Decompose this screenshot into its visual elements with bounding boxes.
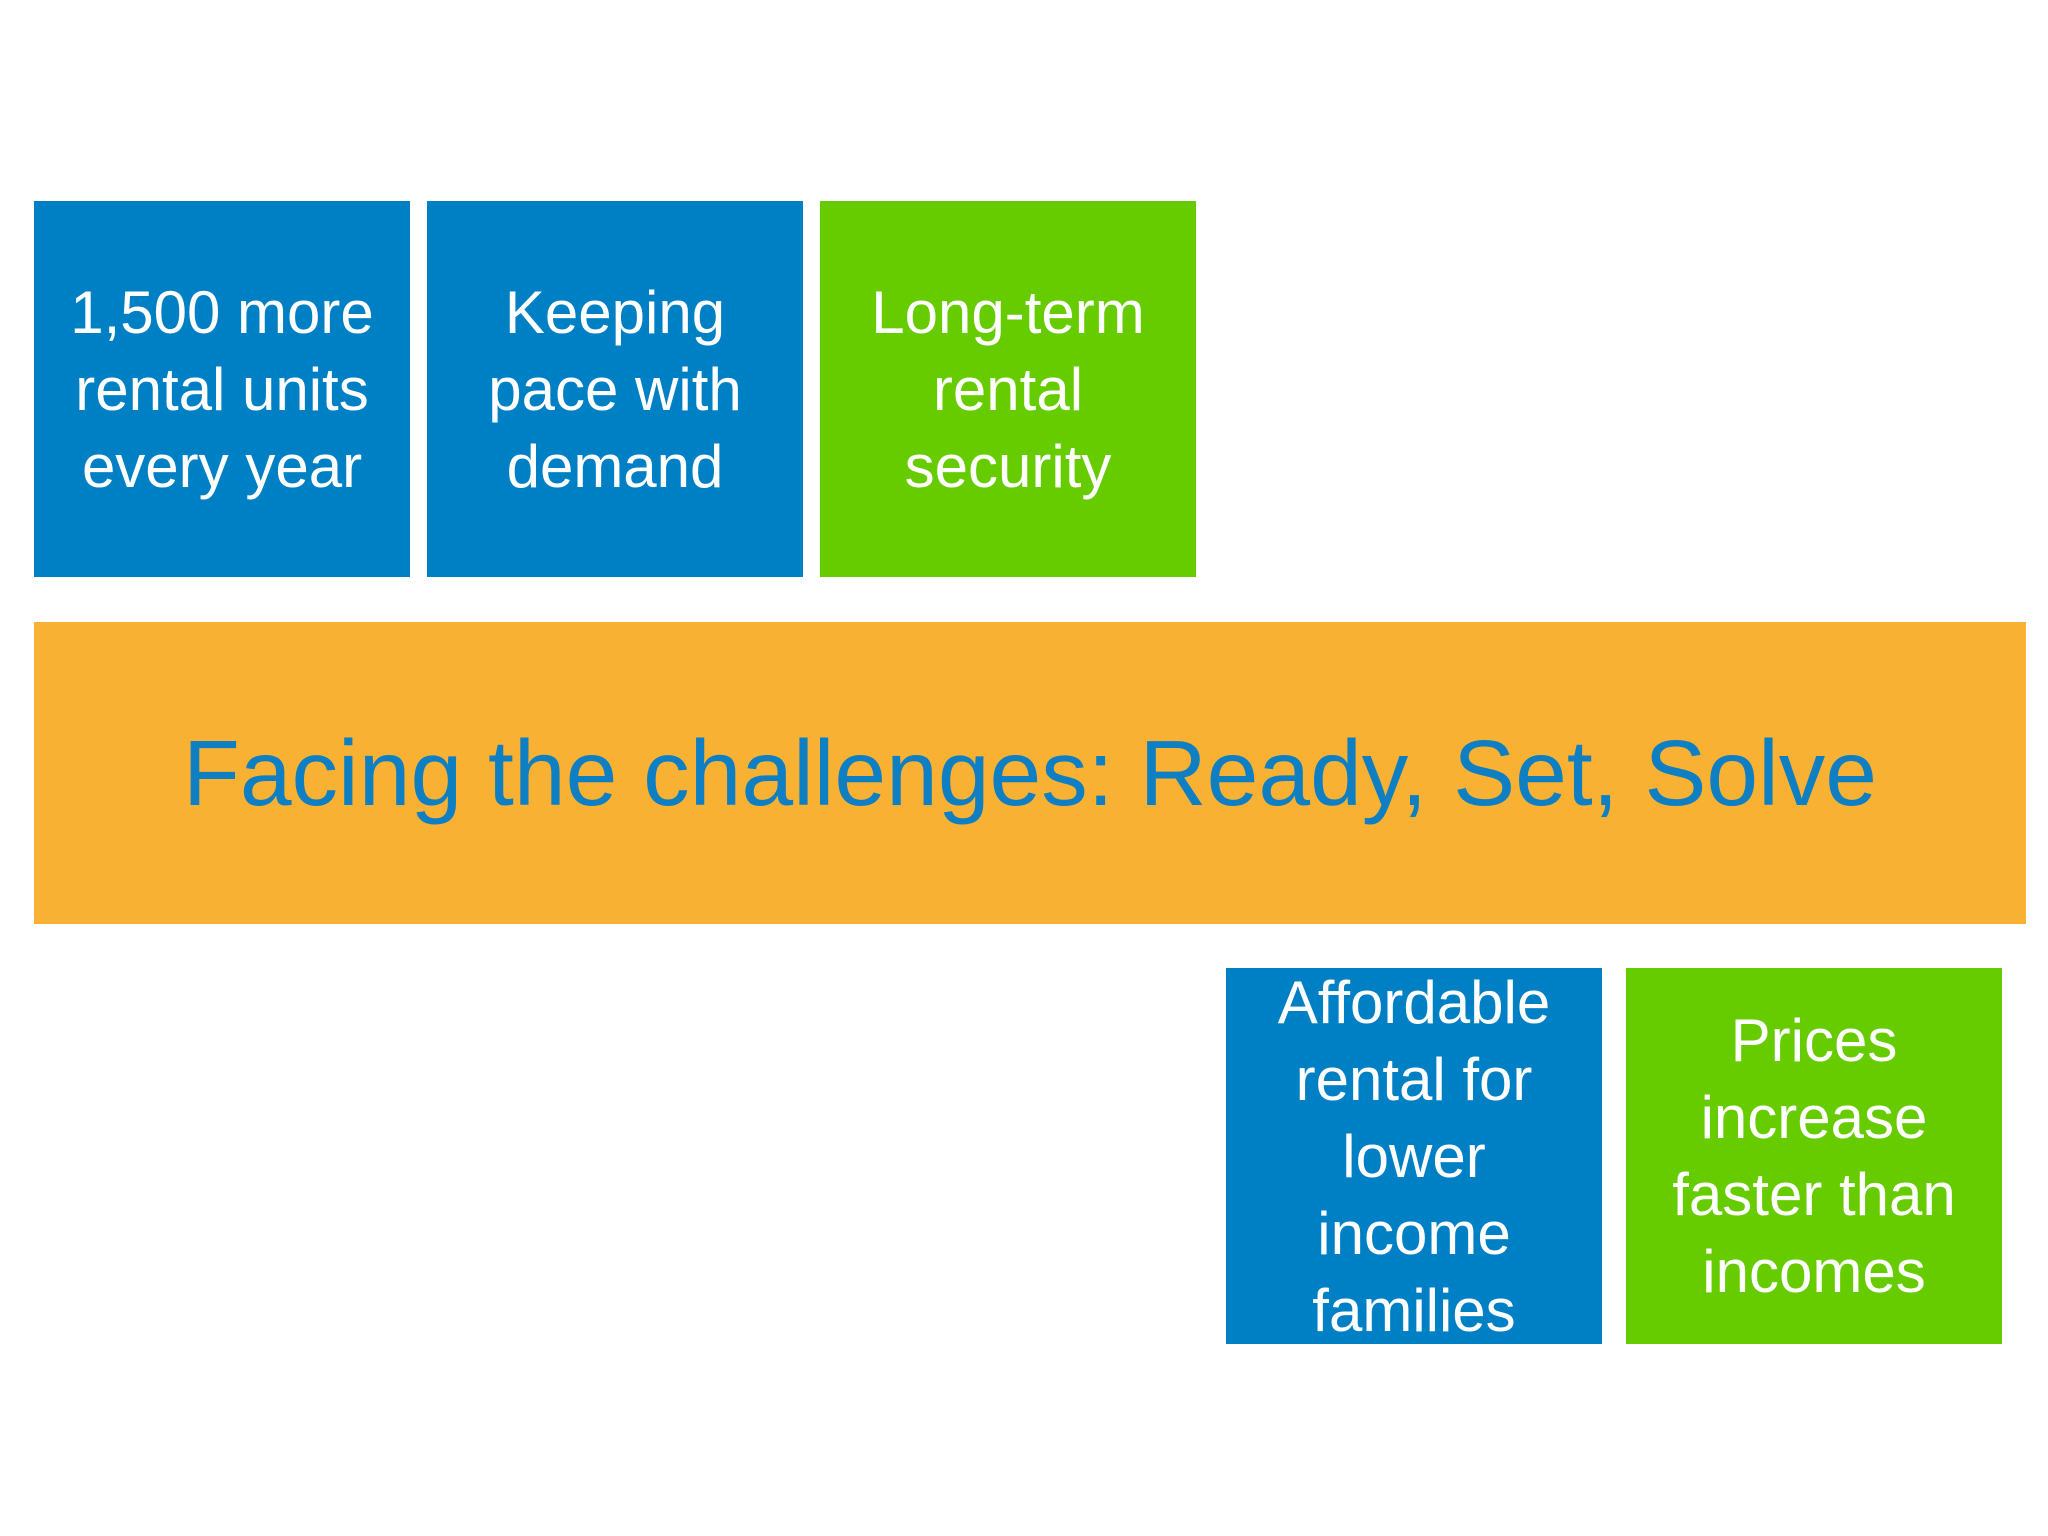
tile-line: increase [1700,1084,1928,1151]
tile-line: rental for [1295,1045,1533,1113]
banner: Facing the challenges: Ready, Set, Solve [34,622,2026,924]
tile-line: families [1312,1276,1516,1344]
tile-keeping-pace: Keeping pace with demand [427,201,803,577]
tile-line: rental [932,355,1084,423]
tile-rental-units: 1,500 more rental units every year [34,201,410,577]
tile-line: Affordable [1277,968,1551,1036]
tile-line: Keeping [504,278,726,346]
tile-line: Prices [1730,1007,1898,1074]
tile-affordable-rental: Affordable rental for lower income famil… [1226,968,1602,1344]
tile-text: Keeping pace with demand [488,274,741,505]
banner-title: Facing the challenges: Ready, Set, Solve [183,720,1877,825]
tile-rental-security: Long-term rental security [820,201,1196,577]
tile-text: Prices increase faster than incomes [1672,1002,1956,1310]
tile-line: faster than [1672,1161,1956,1228]
tile-prices-increase: Prices increase faster than incomes [1626,968,2002,1344]
tile-line: security [904,432,1112,500]
tile-line: demand [506,432,724,500]
tile-line: 1,500 more [70,278,374,346]
tile-line: Long-term [871,278,1145,346]
tile-line: pace with [488,355,742,423]
tile-text: Long-term rental security [871,274,1144,505]
tile-line: income [1317,1199,1511,1267]
tile-line: lower [1342,1122,1486,1190]
tile-text: 1,500 more rental units every year [70,274,374,505]
tile-text: Affordable rental for lower income famil… [1278,964,1550,1349]
tile-line: rental units [75,355,369,423]
tile-line: every year [81,432,363,500]
tile-line: incomes [1702,1238,1926,1305]
